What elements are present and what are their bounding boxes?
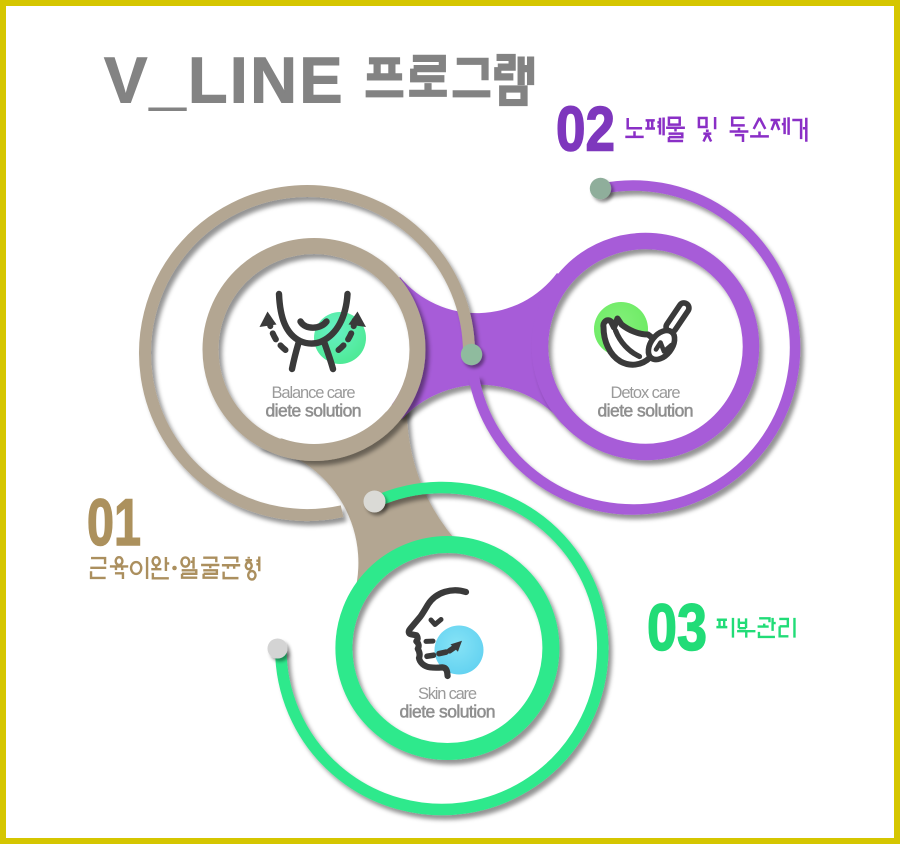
svg-text:diete solution: diete solution: [266, 401, 362, 421]
svg-text:V_LINE: V_LINE: [104, 44, 345, 117]
svg-text:Detox care: Detox care: [611, 384, 681, 402]
svg-text:01: 01: [87, 485, 141, 559]
svg-text:Skin care: Skin care: [418, 685, 477, 703]
svg-text:diete solution: diete solution: [598, 401, 694, 421]
svg-text:Balance care: Balance care: [272, 384, 356, 402]
svg-text:02: 02: [556, 95, 615, 165]
svg-text:03: 03: [647, 590, 707, 664]
svg-text:diete solution: diete solution: [400, 702, 496, 722]
